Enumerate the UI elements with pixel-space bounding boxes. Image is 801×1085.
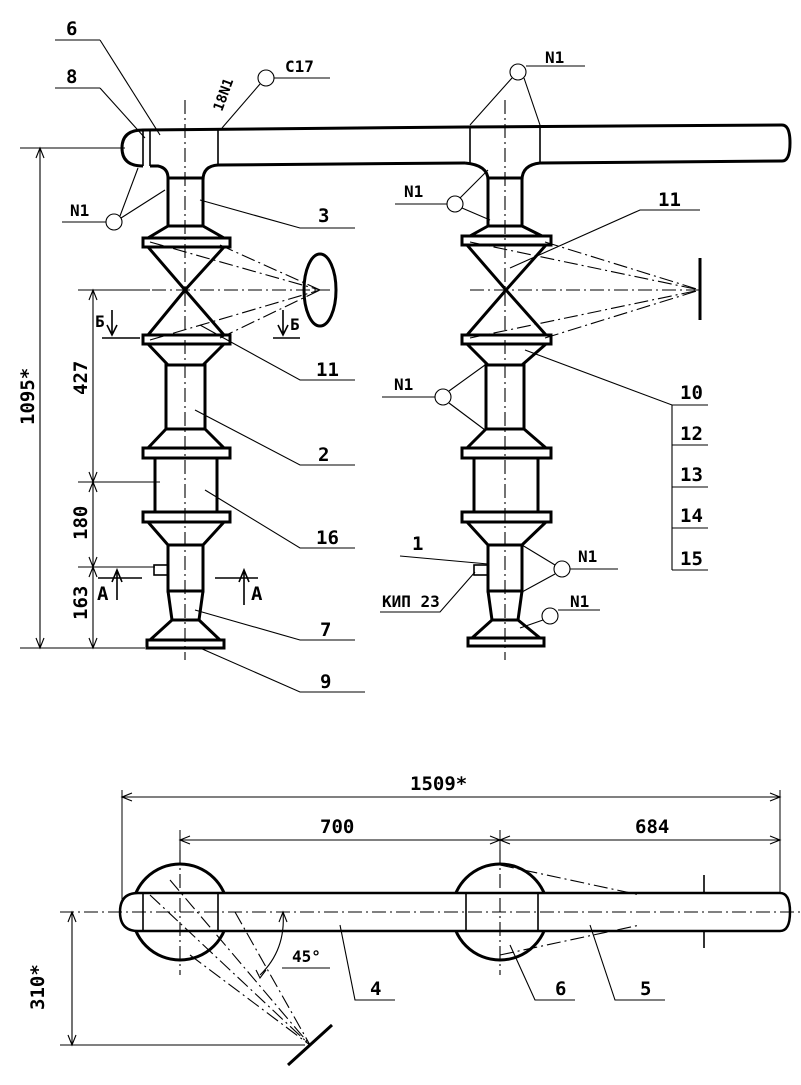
weld-18n1: 18N1 [211, 76, 238, 113]
callout-6-bottom: 6 [555, 978, 566, 1000]
callout-11-right: 11 [658, 189, 681, 211]
section-b-right: Б [290, 315, 300, 334]
callout-15: 15 [680, 548, 703, 570]
dim-offset: 310* [27, 964, 49, 1010]
dim-length-total: 1509* [410, 773, 467, 795]
callout-10: 10 [680, 382, 703, 404]
callout-6-top: 6 [66, 18, 77, 40]
callout-8: 8 [66, 66, 77, 88]
left-elevation-view: Б Б A A 1095* 427 180 163 6 8 N1 [17, 18, 466, 693]
dim-180: 180 [70, 506, 92, 540]
right-elevation-view: N1 N1 N1 N1 N1 11 10 12 13 14 15 1 КИП 2… [380, 48, 792, 660]
dim-angle: 45° [292, 947, 321, 966]
callout-16: 16 [316, 527, 339, 549]
section-b-left: Б [95, 312, 105, 331]
weld-n1-nipple-right: N1 [578, 547, 597, 566]
dim-height-total: 1095* [17, 368, 39, 425]
weld-n1-mid-right: N1 [404, 182, 423, 201]
callout-4: 4 [370, 978, 381, 1000]
dim-427: 427 [70, 361, 92, 395]
dim-163: 163 [70, 586, 92, 620]
section-a-right: A [251, 583, 263, 605]
dim-spacing: 700 [320, 816, 354, 838]
callout-12: 12 [680, 423, 703, 445]
callout-11-left: 11 [316, 359, 339, 381]
plan-view: 1509* 700 684 45° [27, 773, 800, 1067]
instrument-label: КИП 23 [382, 592, 440, 611]
callout-14: 14 [680, 505, 703, 527]
callout-13: 13 [680, 464, 703, 486]
weld-n1-top-right: N1 [545, 48, 564, 67]
weld-n1-flange-right: N1 [570, 592, 589, 611]
callout-9: 9 [320, 671, 331, 693]
callout-2: 2 [318, 444, 329, 466]
callout-3: 3 [318, 205, 329, 227]
weld-n1-left: N1 [70, 201, 89, 220]
weld-c17: C17 [285, 57, 314, 76]
callout-7: 7 [320, 619, 331, 641]
weld-n1-lower-right: N1 [394, 375, 413, 394]
section-a-left: A [97, 583, 109, 605]
dim-overhang: 684 [635, 816, 669, 838]
callout-1: 1 [412, 533, 423, 555]
callout-5: 5 [640, 978, 651, 1000]
